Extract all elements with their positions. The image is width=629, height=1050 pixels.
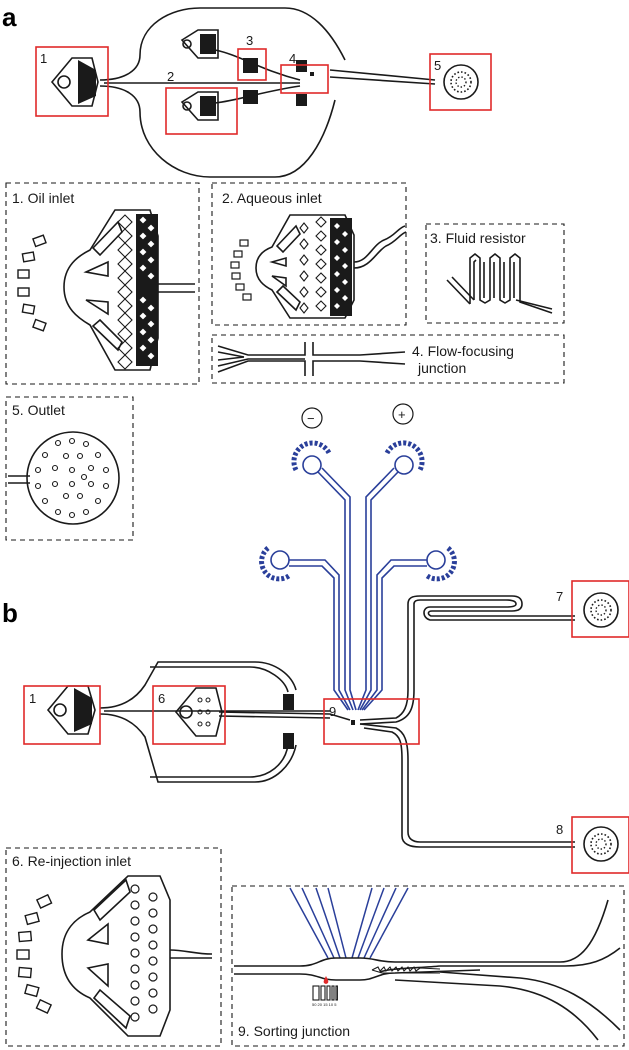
marker-label-b1: 1 (29, 691, 36, 706)
chip-a: 1 2 3 4 5 (35, 7, 492, 178)
marker-label-4: 4 (289, 51, 296, 66)
electrode-pad-top-right (384, 440, 425, 475)
outlet-pillars (34, 437, 110, 519)
panel-b-letter: b (2, 598, 18, 628)
oil-filter-array (117, 214, 158, 370)
scale-bar-labels: 50 20 15 10 5 (312, 1002, 337, 1007)
inset-oil-inlet-label: 1. Oil inlet (12, 190, 74, 206)
inset-aqueous-inlet: 2. Aqueous inlet (211, 182, 407, 326)
inset-flow-focusing-label-2: junction (417, 360, 466, 376)
negative-terminal-label: − (307, 411, 315, 426)
marker-box-b7 (571, 580, 629, 638)
inset-sorting-junction: 50 20 15 10 5 9. Sorting junction (231, 885, 625, 1047)
marker-label-2: 2 (167, 69, 174, 84)
electrode-pad-mid-left (259, 546, 292, 582)
mini-outlet-7 (583, 592, 619, 628)
marker-box-2 (165, 87, 238, 135)
electrode-pad-top-left (291, 440, 332, 475)
chip-b: 1 6 9 7 8 (23, 580, 629, 874)
marker-box-3 (237, 48, 267, 81)
reinjection-pillars (130, 884, 158, 1022)
inset-outlet: 5. Outlet (5, 396, 134, 541)
mini-oil-inlet-b (46, 685, 96, 735)
marker-label-3: 3 (246, 33, 253, 48)
marker-box-1 (35, 46, 109, 117)
marker-label-b9: 9 (329, 704, 336, 719)
marker-label-b6: 6 (158, 691, 165, 706)
mini-reinjection-inlet (174, 687, 223, 737)
marker-label-b7: 7 (556, 589, 563, 604)
marker-box-b1 (23, 685, 101, 745)
inset-reinjection-inlet-label: 6. Re-injection inlet (12, 853, 131, 869)
marker-label-5: 5 (434, 58, 441, 73)
inset-reinjection-inlet: 6. Re-injection inlet (5, 847, 222, 1047)
mini-outlet (443, 64, 479, 100)
panel-a-letter: a (2, 2, 17, 32)
mini-outlet-8 (583, 826, 619, 862)
inset-flow-focusing-label-1: 4. Flow-focusing (412, 343, 514, 359)
electrodes: − + (259, 403, 457, 711)
inset-flow-focusing: 4. Flow-focusing junction (211, 334, 565, 384)
marker-box-b6 (152, 685, 226, 745)
mini-aqueous-inlet-bottom (180, 91, 219, 121)
marker-box-4 (280, 64, 329, 94)
inset-oil-inlet: 1. Oil inlet (5, 182, 200, 385)
marker-label-1: 1 (40, 51, 47, 66)
positive-terminal (392, 403, 414, 425)
scale-bars (312, 985, 338, 1001)
electrode-pad-mid-right (424, 546, 457, 582)
marker-label-b8: 8 (556, 822, 563, 837)
inset-sorting-junction-label: 9. Sorting junction (238, 1023, 350, 1039)
mini-aqueous-inlet-top (180, 29, 219, 59)
marker-box-b9 (323, 698, 420, 745)
inset-outlet-label: 5. Outlet (12, 402, 65, 418)
marker-box-b8 (571, 816, 629, 874)
inset-aqueous-inlet-label: 2. Aqueous inlet (222, 190, 322, 206)
inset-fluid-resistor-label: 3. Fluid resistor (430, 230, 526, 246)
positive-terminal-label: + (398, 407, 406, 422)
negative-terminal (301, 407, 323, 429)
mini-oil-inlet (50, 57, 99, 107)
marker-box-5 (429, 53, 492, 111)
inset-fluid-resistor: 3. Fluid resistor (425, 223, 565, 324)
